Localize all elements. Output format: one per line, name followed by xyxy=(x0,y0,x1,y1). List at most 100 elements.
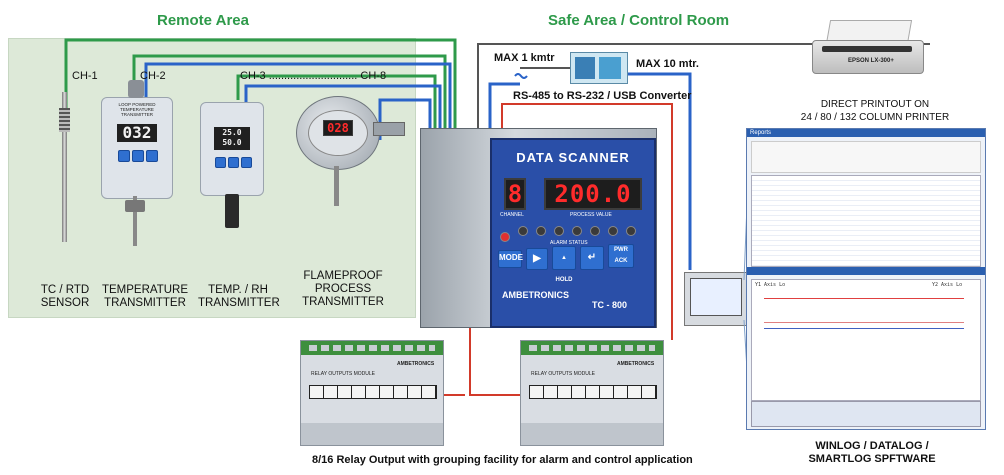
converter-module-left xyxy=(575,57,595,79)
relay-left-module-label: RELAY OUTPUTS MODULE xyxy=(311,371,375,377)
printer-model-label: EPSON LX-300+ xyxy=(848,58,894,64)
relay-left-brand: AMBETRONICS xyxy=(397,361,435,367)
rs485-converter xyxy=(570,52,628,84)
transmitter-brand-label: LOOP POWERED TEMPERATURE TRANSMITTER xyxy=(118,102,156,117)
relay-left-base xyxy=(301,423,443,445)
printer-caption: DIRECT PRINTOUT ON 24 / 80 / 132 COLUMN … xyxy=(800,98,950,124)
cable-ch1 xyxy=(64,38,457,130)
cable-ch3 xyxy=(236,74,437,130)
relay-right-terminals xyxy=(529,345,655,351)
temp-rh-button-1 xyxy=(215,157,226,168)
printer-caption-line1: DIRECT PRINTOUT ON xyxy=(820,99,930,110)
alarm-led-5 xyxy=(572,226,582,236)
temp-tx-button-3 xyxy=(146,150,158,162)
alarm-led-1 xyxy=(500,232,510,242)
ch2-label: CH-2 xyxy=(140,70,166,82)
flameproof-gland xyxy=(373,122,405,136)
tc-rtd-caption-line2: SENSOR xyxy=(40,297,90,309)
flameproof-caption-line3: TRANSMITTER xyxy=(302,296,384,308)
pc-monitor-screen xyxy=(690,278,742,316)
alarm-led-8 xyxy=(626,226,636,236)
printer-body xyxy=(812,40,924,74)
rh-sensor-probe xyxy=(225,194,239,228)
channel-display: 8 xyxy=(504,178,526,210)
cable-relay-right xyxy=(501,103,673,340)
safe-area-heading: Safe Area / Control Room xyxy=(548,12,730,29)
converter-label: RS-485 to RS-232 / USB Converter xyxy=(513,90,692,102)
temp-transmitter-display: 032 xyxy=(117,124,157,142)
relay-right-brand: AMBETRONICS xyxy=(617,361,655,367)
scanner-brand: AMBETRONICS xyxy=(502,290,569,300)
alarm-led-4 xyxy=(554,226,564,236)
software-window-title: Reports xyxy=(747,129,985,137)
temp-tx-gland xyxy=(128,80,144,98)
temp-rh-display-top: 25.0 xyxy=(222,128,242,137)
alarm-status-caption: ALARM STATUS xyxy=(550,240,588,246)
channel-caption: CHANNEL xyxy=(500,212,524,218)
ch3-ch8-label: CH-3 ............................. CH-8 xyxy=(240,70,387,82)
pc-monitor xyxy=(684,272,748,326)
graph-trend-pink xyxy=(764,322,964,323)
software-report-table xyxy=(751,175,981,267)
cable-rs485-blue xyxy=(488,82,520,140)
graph-trend-blue xyxy=(764,328,964,329)
temp-rh-transmitter: 25.0 50.0 xyxy=(200,102,264,196)
alarm-led-6 xyxy=(590,226,600,236)
relay-left-status-strip xyxy=(309,385,437,399)
temperature-transmitter-caption: TEMPERATURE TRANSMITTER xyxy=(95,284,195,310)
software-caption: WINLOG / DATALOG / SMARTLOG SPFTWARE xyxy=(792,440,952,466)
data-scanner-front-panel: DATA SCANNER 8 200.0 CHANNEL PROCESS VAL… xyxy=(490,138,656,328)
process-value-caption: PROCESS VALUE xyxy=(570,212,612,218)
flameproof-stem xyxy=(334,166,339,206)
relay-module-left: RELAY OUTPUTS MODULE AMBETRONICS xyxy=(300,340,444,446)
relay-left-terminals xyxy=(309,345,435,351)
tc-rtd-probe xyxy=(62,92,67,242)
red-cables xyxy=(440,103,673,396)
relay-module-right: RELAY OUTPUTS MODULE AMBETRONICS xyxy=(520,340,664,446)
max-10m-label: MAX 10 mtr. xyxy=(636,58,699,70)
printer: EPSON LX-300+ xyxy=(808,20,926,80)
mode-button[interactable]: MODE xyxy=(498,250,523,268)
temperature-transmitter: LOOP POWERED TEMPERATURE TRANSMITTER 032 xyxy=(101,97,173,199)
tc-rtd-caption: TC / RTD SENSOR xyxy=(30,284,100,310)
remote-area-heading: Remote Area xyxy=(157,12,249,29)
relay-right-base xyxy=(521,423,663,445)
flameproof-caption-line1: FLAMEPROOF xyxy=(303,270,383,282)
distance-break-symbol xyxy=(514,73,528,79)
graph-trend-red xyxy=(764,298,964,299)
temp-tx-button-2 xyxy=(132,150,144,162)
printer-caption-line2: 24 / 80 / 132 COLUMN PRINTER xyxy=(800,112,950,123)
temp-tx-caption-line1: TEMPERATURE xyxy=(101,284,189,296)
alarm-led-3 xyxy=(536,226,546,236)
temp-rh-button-3 xyxy=(241,157,252,168)
cable-printer xyxy=(477,43,930,140)
probe-spring xyxy=(59,108,70,132)
hold-button[interactable]: ▲ HOLD xyxy=(552,246,576,283)
temp-rh-caption-line2: TRANSMITTER xyxy=(198,297,280,309)
temp-rh-display-bottom: 50.0 xyxy=(222,138,242,147)
temp-tx-button-1 xyxy=(118,150,130,162)
temp-tx-stem xyxy=(133,196,137,246)
temp-tx-caption-line2: TRANSMITTER xyxy=(104,297,186,309)
pwr-ack-button[interactable]: PWR ACK xyxy=(608,244,634,268)
flameproof-caption: FLAMEPROOF PROCESS TRANSMITTER xyxy=(295,270,391,309)
printer-slot xyxy=(822,46,912,52)
temp-tx-nut xyxy=(125,200,145,212)
software-control-bar xyxy=(751,401,981,427)
tc-rtd-caption-line1: TC / RTD xyxy=(40,284,90,296)
converter-module-right xyxy=(599,57,621,79)
cable-ch2-blue xyxy=(144,62,452,130)
software-graph-panel: Y1 Axis Lo Y2 Axis Lo xyxy=(751,279,981,401)
graph-y1-label: Y1 Axis Lo xyxy=(755,282,786,288)
green-cables xyxy=(64,38,457,130)
temp-rh-caption: TEMP. / RH TRANSMITTER xyxy=(198,284,280,310)
cable-usb-blue xyxy=(600,72,692,270)
enter-button[interactable]: ↵ xyxy=(580,246,604,270)
temp-rh-display: 25.0 50.0 xyxy=(214,127,250,150)
max-1km-label: MAX 1 kmtr xyxy=(494,52,555,64)
alarm-led-2 xyxy=(518,226,528,236)
relay-right-status-strip xyxy=(529,385,657,399)
shift-button[interactable]: ▶ xyxy=(526,248,548,270)
software-caption-line1: WINLOG / DATALOG / xyxy=(815,440,929,452)
